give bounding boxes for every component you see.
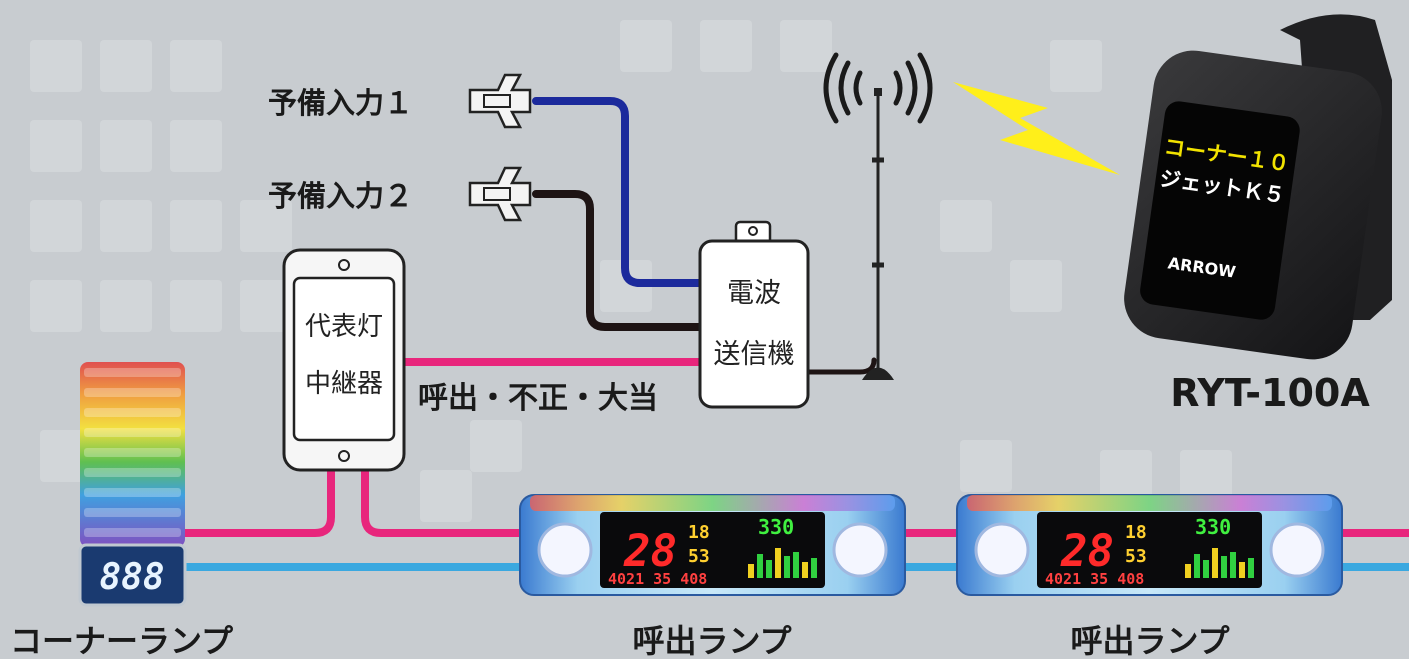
corner-lamp-label: コーナーランプ (10, 622, 234, 659)
lamp-segment-highlight (84, 528, 181, 537)
call-lamp-level-bar (811, 558, 817, 578)
background-tile (1010, 260, 1062, 312)
background-tile (100, 40, 152, 92)
background-tile (780, 20, 832, 72)
background-tile (170, 200, 222, 252)
smartwatch: コーナー１０ ジェットＫ５ ARROW (1124, 14, 1392, 360)
wiring (181, 97, 1409, 571)
background-tile (240, 200, 292, 252)
call-lamp-level-bar (802, 562, 808, 578)
background-pattern (30, 20, 1232, 522)
radio-transmitter: 電波 送信機 (698, 220, 810, 409)
corner-lamp-display: 888 (99, 557, 164, 598)
radio-wave-icon (823, 52, 933, 124)
background-tile (30, 280, 82, 332)
call-lamp-level-bar (1221, 556, 1227, 578)
background-tile (170, 120, 222, 172)
background-tile (170, 40, 222, 92)
call-lamp-level-bar (766, 560, 772, 578)
call-lamp-level-bar (1248, 558, 1254, 578)
call-lamp-level-bar (748, 564, 754, 578)
lamp-segment-highlight (84, 408, 181, 417)
call-lamp-level-bar (1185, 564, 1191, 578)
transmitter-label-line2: 送信機 (714, 339, 795, 370)
antenna (862, 88, 894, 380)
transmitter-to-antenna-wire (805, 357, 877, 375)
watch-model-label: RYT-100A (1170, 371, 1370, 415)
call-lamp-level-bar (757, 554, 763, 578)
call-lamp-level-bar (1203, 560, 1209, 578)
call-lamp-level-bar (1194, 554, 1200, 578)
lamp-segment-highlight (84, 368, 181, 377)
corner-lamp: 888 (78, 362, 187, 607)
call-lamp-level-bar (1239, 562, 1245, 578)
lightning-icon (953, 82, 1120, 175)
signal-label: 呼出・不正・大当 (418, 381, 658, 416)
spare-input-2-wire (532, 190, 704, 331)
call-lamp-left-button (974, 522, 1030, 578)
background-tile (30, 200, 82, 252)
call-lamp: 28 18 53 330 4021 35 408 (519, 494, 906, 596)
call-lamp-big-number: 28 (623, 526, 677, 577)
call-lamp: 28 18 53 330 4021 35 408 (956, 494, 1343, 596)
call-lamp-bottom-readout: 4021 35 408 (608, 570, 707, 588)
relay-unit: 代表灯 中継器 (282, 248, 406, 472)
background-tile (170, 280, 222, 332)
lamp-segment-highlight (84, 488, 181, 497)
call-lamp-level-bar (1212, 548, 1218, 578)
relay-label-line1: 代表灯 (305, 312, 383, 342)
pink-bus-left (181, 446, 335, 537)
call-lamp-top-lights (530, 495, 895, 511)
call-lamp-label-2: 呼出ランプ (1070, 622, 1230, 659)
background-tile (940, 200, 992, 252)
lamp-segment-highlight (84, 428, 181, 437)
call-lamp-bottom-readout: 4021 35 408 (1045, 570, 1144, 588)
background-tile (960, 440, 1012, 492)
transmitter-label-line1: 電波 (727, 278, 781, 309)
relay-label-line2: 中継器 (305, 369, 383, 399)
background-tile (700, 20, 752, 72)
call-lamp-level-bar (793, 552, 799, 578)
lamp-segment-highlight (84, 468, 181, 477)
call-lamp-big-number: 28 (1060, 526, 1114, 577)
call-lamp-left-button (537, 522, 593, 578)
background-tile (600, 260, 652, 312)
background-tile (30, 40, 82, 92)
call-lamp-right-button (832, 522, 888, 578)
background-tile (1100, 450, 1152, 502)
call-lamp-small-number-2: 53 (1125, 546, 1147, 567)
call-lamp-label-1: 呼出ランプ (632, 622, 792, 659)
spare-input-1-label: 予備入力１ (268, 86, 413, 120)
call-lamp-top-right-number: 330 (1195, 515, 1231, 539)
connector-2 (468, 166, 532, 222)
background-tile (100, 120, 152, 172)
call-lamp-level-bar (775, 548, 781, 578)
corner-lamp-segments (84, 368, 181, 537)
call-lamp-top-lights (967, 495, 1332, 511)
connector-1 (468, 73, 532, 129)
background-tile (240, 280, 292, 332)
background-tile (30, 120, 82, 172)
lamp-segment-highlight (84, 388, 181, 397)
call-lamp-top-right-number: 330 (758, 515, 794, 539)
background-tile (40, 430, 92, 482)
background-tile (1180, 450, 1232, 502)
background-tile (100, 200, 152, 252)
background-tile (1050, 40, 1102, 92)
call-lamp-level-bar (1230, 552, 1236, 578)
spare-input-2-label: 予備入力２ (268, 179, 413, 213)
call-lamp-right-button (1269, 522, 1325, 578)
call-lamp-small-number-2: 53 (688, 546, 710, 567)
call-lamp-level-bar (784, 556, 790, 578)
call-lamp-small-number: 18 (1125, 522, 1147, 543)
spare-input-1-wire (532, 97, 704, 287)
background-tile (620, 20, 672, 72)
lamp-segment-highlight (84, 448, 181, 457)
pink-bus-right (361, 446, 529, 537)
lamp-segment-highlight (84, 508, 181, 517)
background-tile (100, 280, 152, 332)
call-lamp-small-number: 18 (688, 522, 710, 543)
background-tile (470, 420, 522, 472)
background-tile (420, 470, 472, 522)
